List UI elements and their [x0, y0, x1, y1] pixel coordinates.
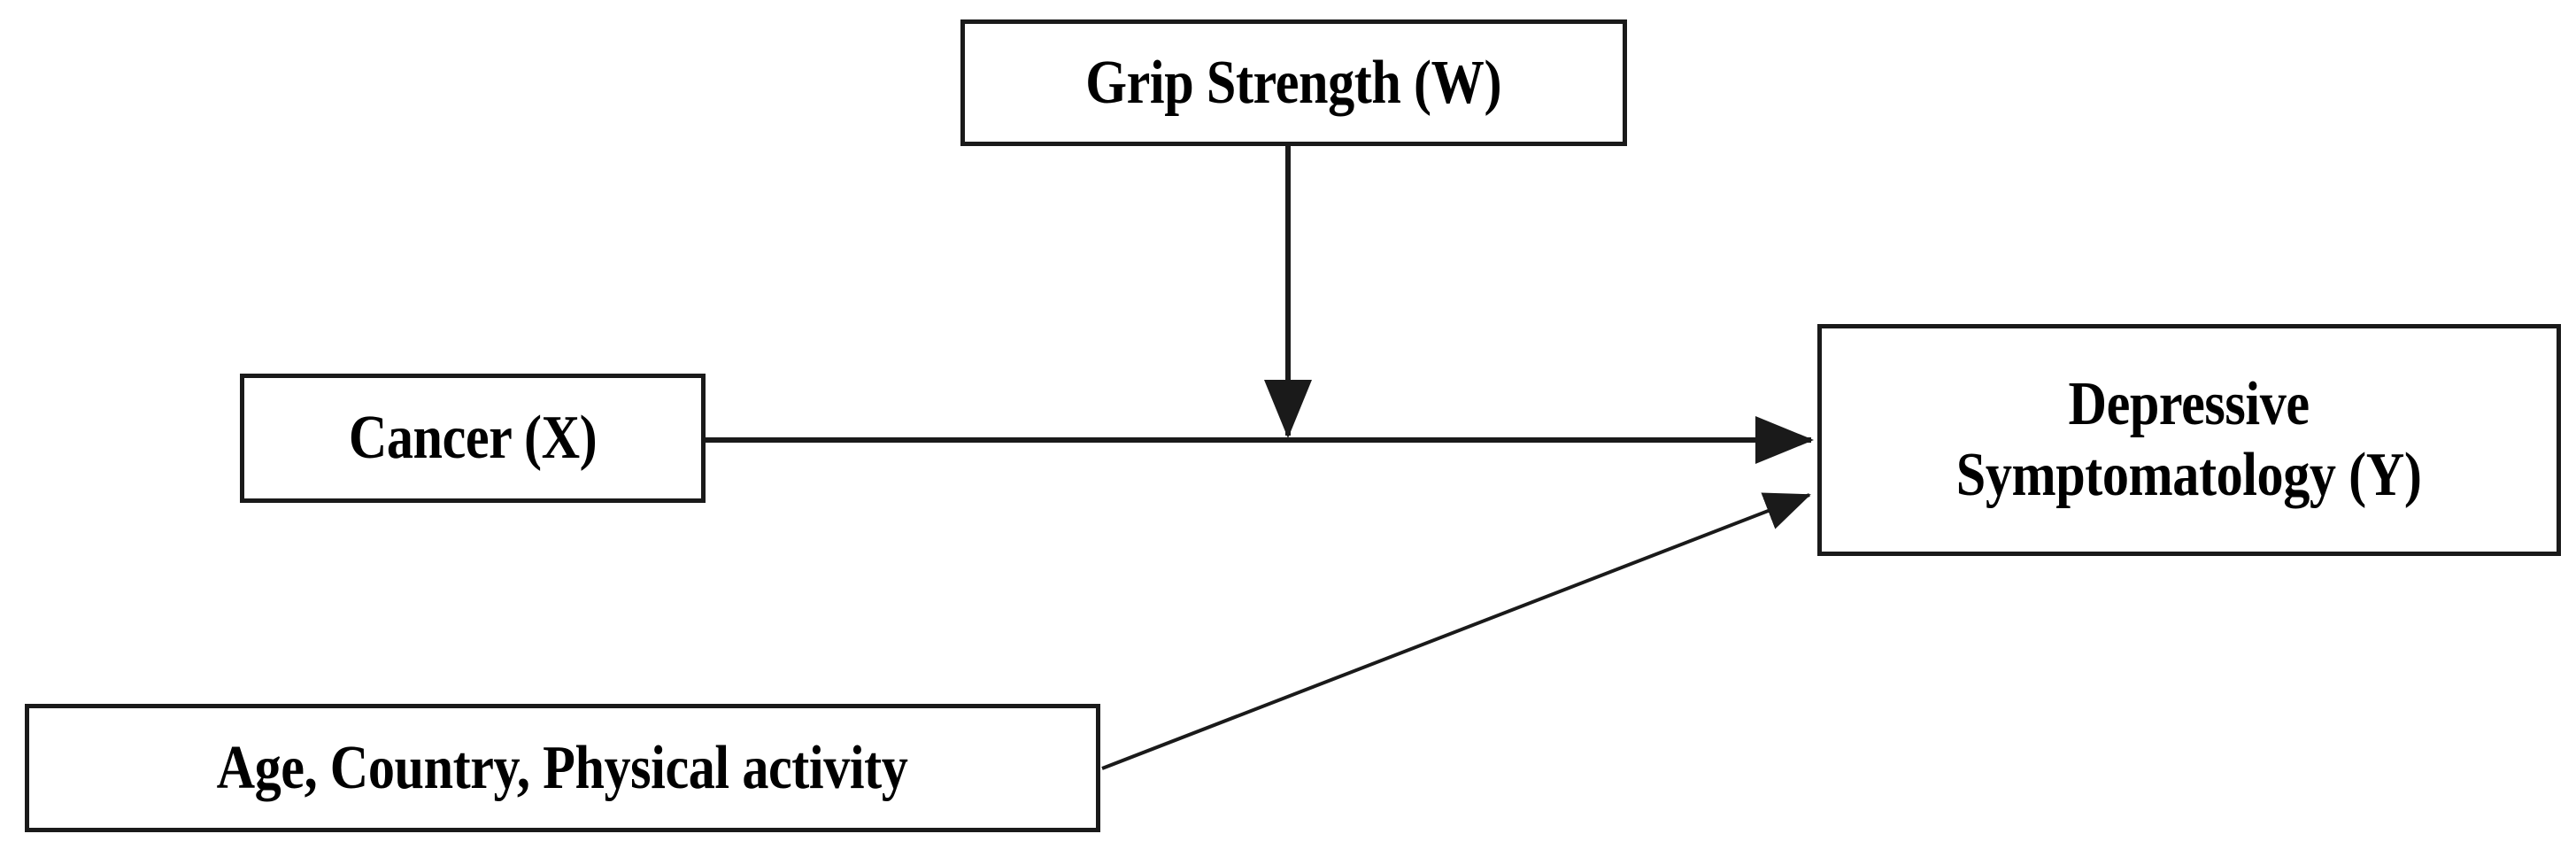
node-grip-strength-label: Grip Strength (W) — [1085, 48, 1502, 117]
node-depressive-symptomatology: Depressive Symptomatology (Y) — [1817, 324, 2561, 556]
node-covariates-label: Age, Country, Physical activity — [217, 733, 908, 802]
edge-covariates-to-depressive — [1101, 492, 1811, 770]
node-cancer: Cancer (X) — [240, 374, 706, 503]
node-depressive-symptomatology-label: Depressive Symptomatology (Y) — [1956, 370, 2422, 509]
node-grip-strength: Grip Strength (W) — [960, 19, 1627, 146]
node-covariates: Age, Country, Physical activity — [25, 704, 1100, 832]
node-cancer-label: Cancer (X) — [348, 404, 598, 473]
